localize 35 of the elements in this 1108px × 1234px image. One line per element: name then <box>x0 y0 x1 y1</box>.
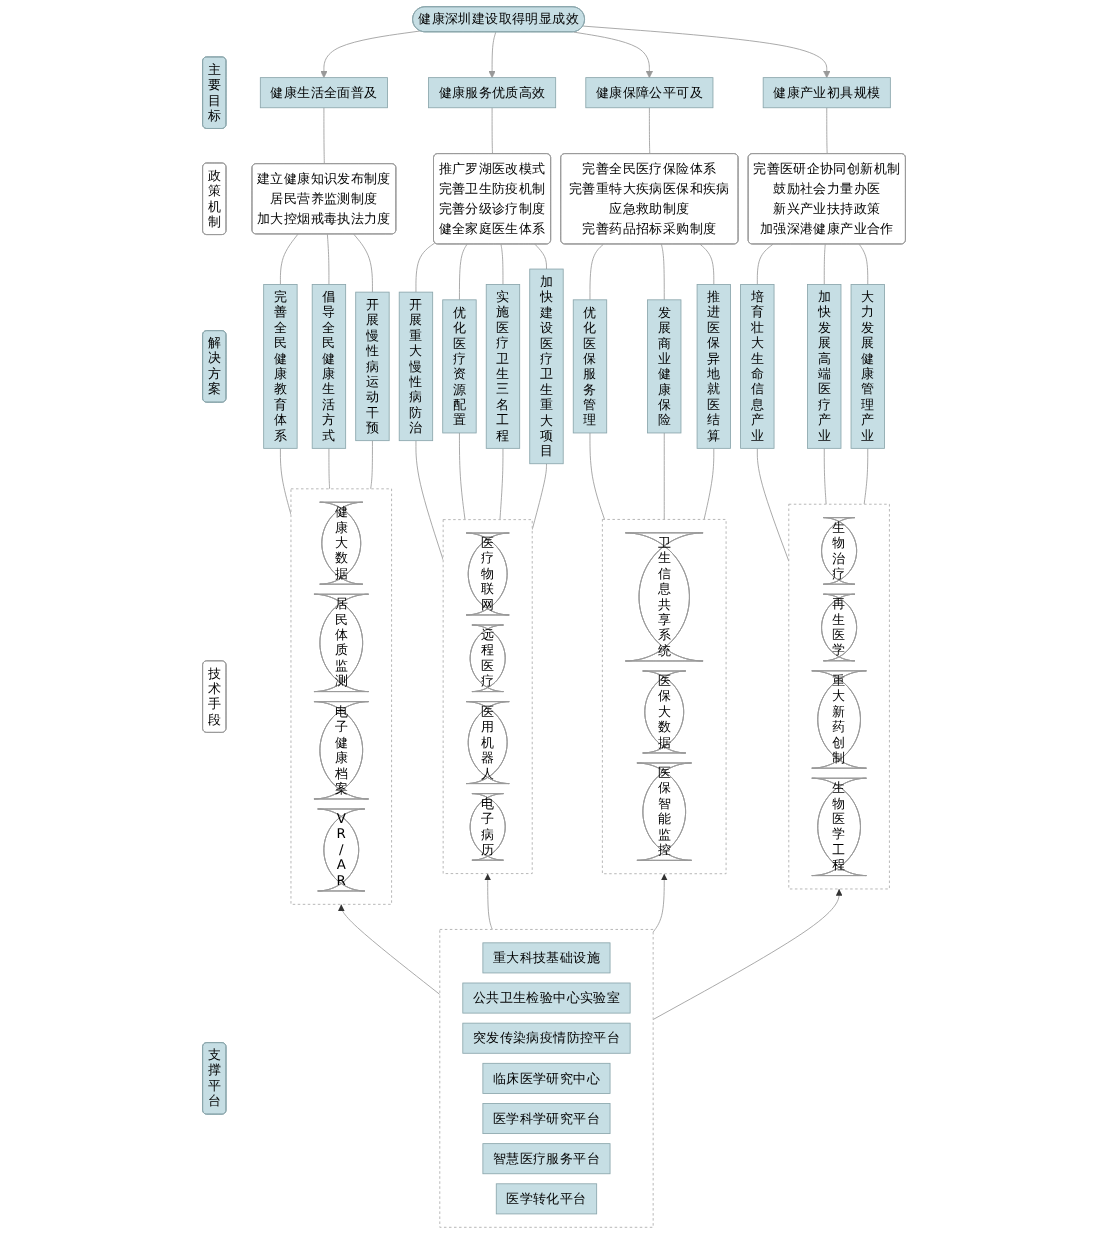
connector <box>415 440 444 561</box>
connector <box>823 243 826 285</box>
connector <box>858 243 869 285</box>
cluster <box>439 929 654 1228</box>
connector <box>823 447 827 505</box>
connector <box>499 447 504 521</box>
connector <box>491 107 493 155</box>
connector <box>323 107 325 165</box>
connector <box>663 432 665 520</box>
connector <box>415 242 436 293</box>
connector <box>756 447 790 562</box>
connector <box>756 243 774 285</box>
cluster <box>290 488 392 905</box>
cluster <box>442 519 533 874</box>
connector <box>863 447 869 505</box>
connector <box>500 243 504 285</box>
connector <box>589 432 605 520</box>
connector <box>661 243 665 301</box>
cluster <box>788 503 890 890</box>
connector <box>353 233 373 293</box>
connector <box>326 233 330 285</box>
connector <box>826 107 828 155</box>
connector <box>459 432 466 521</box>
connector <box>279 233 299 285</box>
connector <box>534 243 547 270</box>
connector <box>459 243 468 301</box>
cluster <box>601 519 727 875</box>
connector <box>531 463 547 531</box>
connector <box>370 440 373 490</box>
connector <box>699 243 715 285</box>
connector <box>589 243 604 301</box>
connector <box>279 447 292 515</box>
connector <box>328 447 331 490</box>
connector <box>703 447 715 520</box>
connector <box>648 107 651 155</box>
